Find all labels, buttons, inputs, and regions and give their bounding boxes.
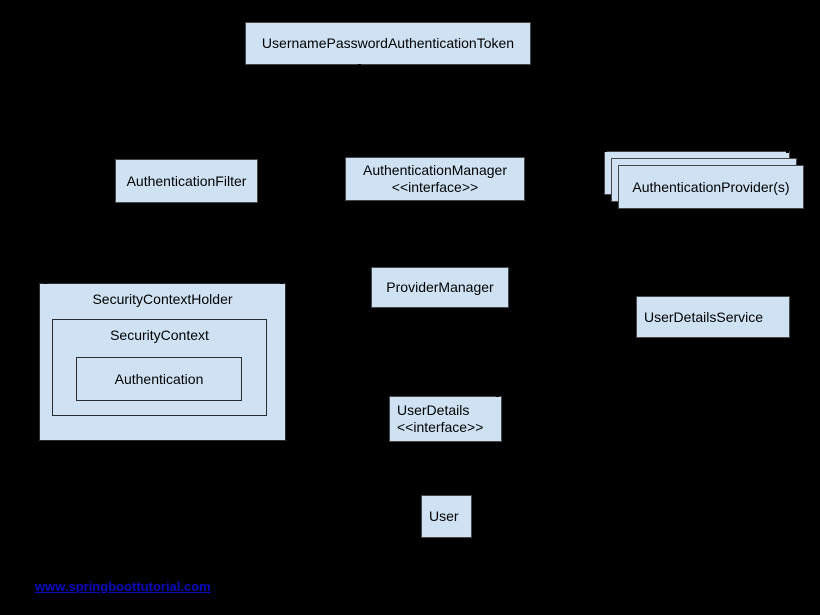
node-user: User bbox=[421, 495, 472, 538]
arrowhead-tick bbox=[358, 64, 361, 68]
node-label: AuthenticationProvider(s) bbox=[632, 178, 790, 195]
arrowhead-tick bbox=[786, 149, 789, 153]
arrowhead-tick bbox=[496, 393, 499, 397]
arrowhead-tick bbox=[423, 491, 426, 495]
node-label: User bbox=[429, 508, 459, 524]
arrowhead-tick bbox=[247, 17, 250, 21]
node-label: UserDetailsService bbox=[644, 308, 764, 325]
node-label: UserDetails bbox=[397, 402, 470, 418]
arrowhead-tick bbox=[637, 292, 640, 296]
node-label: Authentication bbox=[114, 370, 204, 387]
node-stereotype: <<interface>> bbox=[397, 419, 484, 435]
node-username-password-authentication-token: UsernamePasswordAuthenticationToken bbox=[245, 22, 531, 65]
arrowhead-tick bbox=[44, 280, 47, 284]
node-authentication-filter: AuthenticationFilter bbox=[115, 159, 258, 203]
node-user-details: UserDetails <<interface>> bbox=[389, 396, 502, 442]
node-stereotype: <<interface>> bbox=[391, 179, 479, 195]
node-label: SecurityContextHolder bbox=[92, 291, 233, 307]
node-label: ProviderManager bbox=[386, 279, 494, 295]
node-user-details-service: UserDetailsService bbox=[636, 296, 790, 338]
node-label: SecurityContext bbox=[110, 327, 209, 343]
node-label: UsernamePasswordAuthenticationToken bbox=[261, 35, 515, 51]
arrowhead-tick bbox=[280, 280, 283, 284]
node-label: AuthenticationFilter bbox=[126, 172, 247, 189]
node-label: AuthenticationManager bbox=[363, 162, 507, 178]
arrowhead-tick bbox=[604, 148, 607, 152]
arrowhead-tick bbox=[375, 263, 378, 267]
node-authentication-manager: AuthenticationManager <<interface>> bbox=[345, 157, 525, 201]
node-authentication-providers: AuthenticationProvider(s) bbox=[618, 165, 804, 209]
node-authentication: Authentication bbox=[76, 357, 242, 401]
node-provider-manager: ProviderManager bbox=[371, 267, 509, 308]
footer-link[interactable]: www.springboottutorial.com bbox=[35, 579, 211, 594]
arrowhead-tick bbox=[466, 490, 469, 494]
